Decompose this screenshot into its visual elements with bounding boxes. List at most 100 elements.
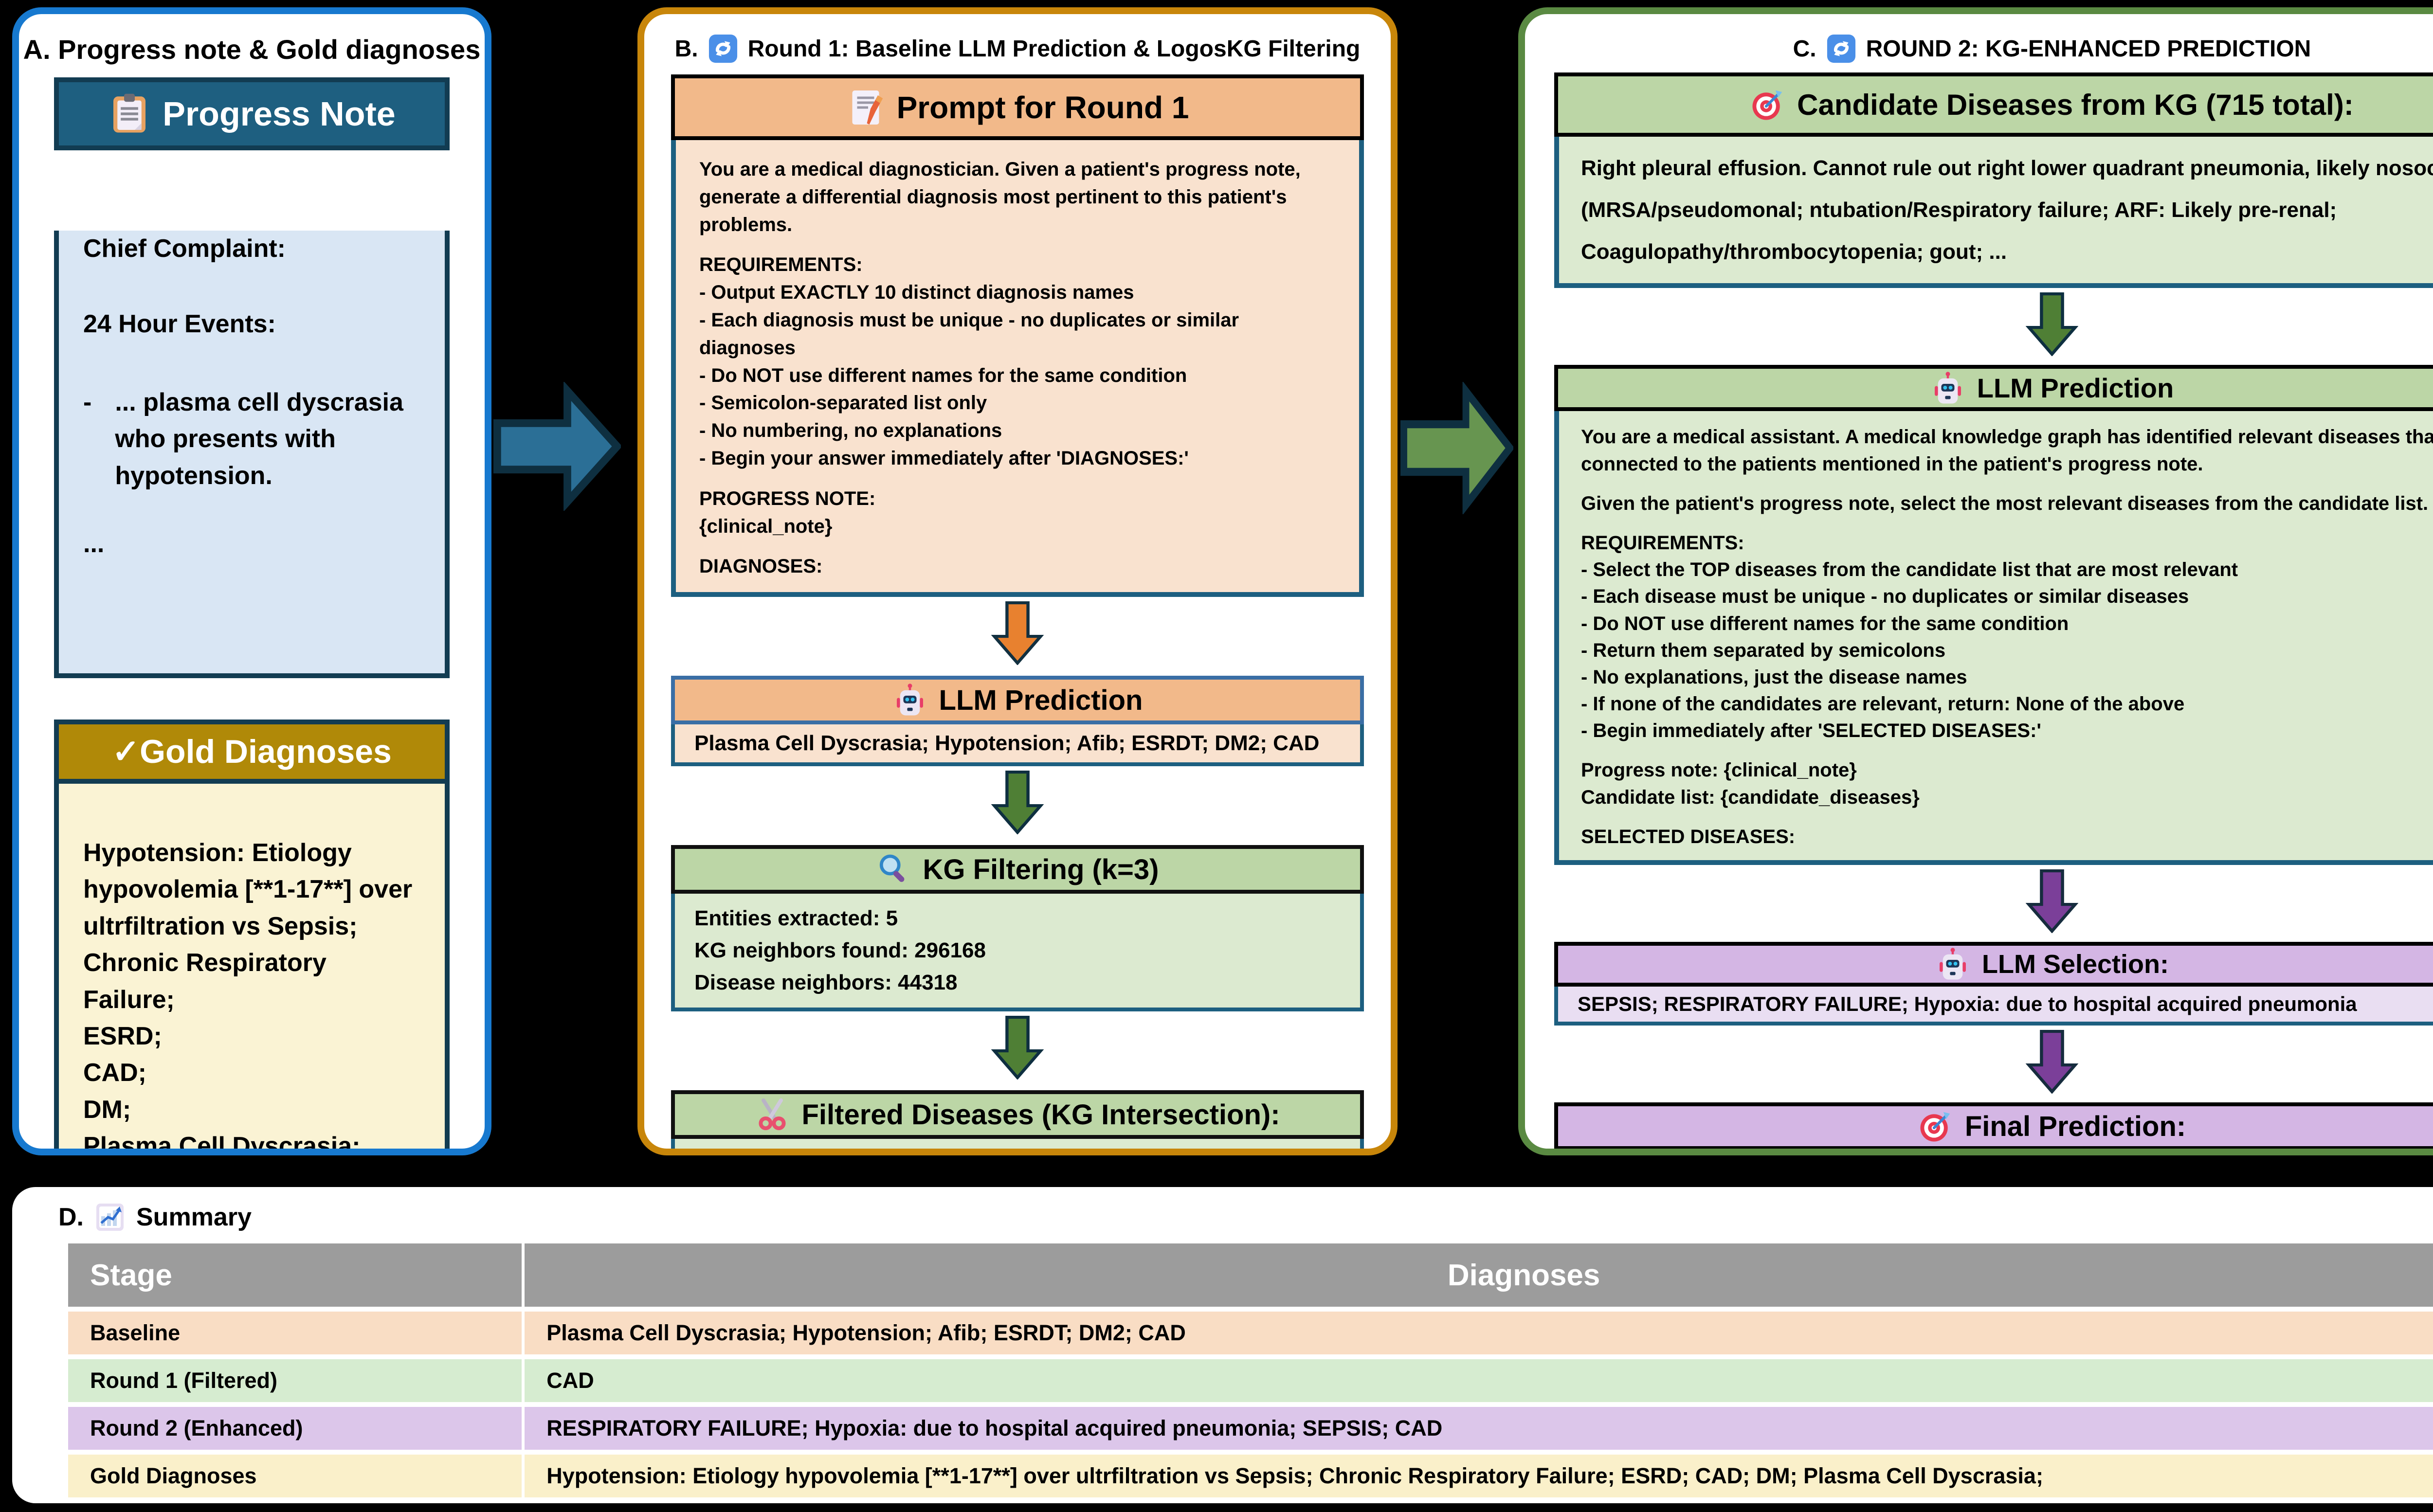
refresh-icon	[1826, 34, 1856, 64]
summary-title-label: Summary	[136, 1203, 252, 1231]
llm-selection-header-label: LLM Selection:	[1981, 950, 2169, 979]
requirements-label: REQUIREMENTS:	[1581, 532, 1744, 554]
summary-title: D. Summary	[58, 1202, 2433, 1233]
table-row-round1: Round 1 (Filtered) CAD	[68, 1359, 2433, 1402]
kg-filtering-header: KG Filtering (k=3)	[671, 845, 1364, 894]
requirement-line: - Each diagnosis must be unique - no dup…	[699, 309, 1239, 359]
panel-a-title: A. Progress note & Gold diagnoses	[23, 34, 481, 65]
summary-header-row: Stage Diagnoses	[68, 1243, 2433, 1307]
filtered-diseases-card: Filtered Diseases (KG Intersection): CAD	[671, 1090, 1364, 1149]
stage-cell: Baseline	[68, 1312, 522, 1354]
gold-line: ESRD;	[83, 1022, 162, 1050]
final-prediction-result: RESPIRATORY FAILURE; Hypoxia: due to hos…	[1554, 1150, 2433, 1155]
requirements-label: REQUIREMENTS:	[699, 254, 863, 276]
candidate-list-line: Candidate list: {candidate_diseases}	[1581, 786, 1920, 808]
filtered-diseases-result: CAD	[671, 1139, 1364, 1149]
gold-line: Chronic Respiratory Failure;	[83, 949, 327, 1014]
requirement-line: - Do NOT use different names for the sam…	[1581, 612, 2069, 634]
llm-selection-result: SEPSIS; RESPIRATORY FAILURE; Hypoxia: du…	[1554, 987, 2433, 1026]
panel-b-title-prefix: B.	[674, 36, 698, 62]
final-prediction-header-label: Final Prediction:	[1964, 1110, 2186, 1142]
progress-note-line: Progress note: {clinical_note}	[1581, 759, 1857, 781]
requirement-line: - Begin immediately after 'SELECTED DISE…	[1581, 720, 2041, 742]
arrow-kg-to-filtered	[991, 1016, 1044, 1080]
progress-note-body: Chief Complaint: 24 Hour Events: - ... p…	[54, 231, 450, 678]
requirement-line: - Output EXACTLY 10 distinct diagnosis n…	[699, 282, 1134, 304]
requirement-line: - Return them separated by semicolons	[1581, 639, 1946, 661]
gold-line: CAD;	[83, 1059, 146, 1087]
filtered-diseases-header: Filtered Diseases (KG Intersection):	[671, 1090, 1364, 1139]
panel-b-title: B. Round 1: Baseline LLM Prediction & Lo…	[644, 14, 1391, 64]
diagnoses-cell: Plasma Cell Dyscrasia; Hypotension; Afib…	[525, 1312, 2433, 1354]
requirement-line: - Each disease must be unique - no dupli…	[1581, 586, 2189, 608]
stage-cell: Round 2 (Enhanced)	[68, 1407, 522, 1450]
bullet-dash: -	[83, 388, 92, 416]
requirement-line: - No numbering, no explanations	[699, 420, 1002, 442]
kg-stat-line: Entities extracted: 5	[694, 906, 898, 931]
final-prediction-header: Final Prediction:	[1554, 1102, 2433, 1149]
bullet-text: ... plasma cell dyscrasia who presents w…	[115, 388, 403, 490]
events-label: 24 Hour Events:	[83, 310, 276, 339]
prompt-intro: Given the patient's progress note, selec…	[1581, 492, 2429, 514]
chief-complaint-label: Chief Complaint:	[83, 234, 286, 263]
requirement-line: - If none of the candidates are relevant…	[1581, 693, 2185, 715]
robot-icon	[1930, 371, 1965, 406]
panel-round2: C. ROUND 2: KG-ENHANCED PREDICTION Candi…	[1518, 7, 2433, 1155]
candidate-diseases-card: Candidate Diseases from KG (715 total): …	[1554, 72, 2433, 288]
stage-column-header: Stage	[68, 1243, 522, 1307]
selected-diseases-label: SELECTED DISEASES:	[1581, 826, 1796, 847]
prompt-round1-header: Prompt for Round 1	[671, 74, 1364, 140]
llm-prediction-result-b: Plasma Cell Dyscrasia; Hypotension; Afib…	[671, 724, 1364, 767]
requirement-line: - Do NOT use different names for the sam…	[699, 364, 1187, 386]
candidate-diseases-body: Right pleural effusion. Cannot rule out …	[1554, 137, 2433, 288]
panel-progress-and-gold: A. Progress note & Gold diagnoses Progre…	[12, 7, 491, 1155]
stage-cell: Gold Diagnoses	[68, 1455, 522, 1497]
prompt-intro: You are a medical assistant. A medical k…	[1581, 426, 2433, 475]
progress-note-label: PROGRESS NOTE:	[699, 487, 876, 509]
clipboard-icon	[108, 92, 151, 135]
arrow-prompt-to-llm	[991, 601, 1044, 666]
candidate-diseases-header: Candidate Diseases from KG (715 total):	[1554, 72, 2433, 137]
arrow-llm-to-selection	[2026, 869, 2078, 934]
robot-icon	[1935, 947, 1970, 982]
llm-prediction-card-c: LLM Prediction You are a medical assista…	[1554, 365, 2433, 865]
kg-filtering-header-label: KG Filtering (k=3)	[923, 853, 1159, 885]
panel-c-title: C. ROUND 2: KG-ENHANCED PREDICTION	[1525, 14, 2433, 64]
prompt-round1-header-label: Prompt for Round 1	[896, 90, 1189, 125]
prompt-intro: You are a medical diagnostician. Given a…	[699, 159, 1301, 235]
diagnoses-label: DIAGNOSES:	[699, 556, 823, 577]
progress-note-header: Progress Note	[54, 77, 450, 150]
candidate-diseases-header-label: Candidate Diseases from KG (715 total):	[1797, 88, 2354, 121]
diagnoses-column-header: Diagnoses	[525, 1243, 2433, 1307]
arrow-a-to-b	[493, 380, 622, 512]
target-icon	[1750, 87, 1785, 122]
requirement-line: - Semicolon-separated list only	[699, 392, 987, 414]
arrow-candidates-to-llm	[2026, 292, 2078, 357]
llm-prediction-header-b: LLM Prediction	[671, 676, 1364, 725]
gold-line: DM;	[83, 1095, 131, 1124]
llm-selection-card: LLM Selection: SEPSIS; RESPIRATORY FAILU…	[1554, 942, 2433, 1026]
summary-title-prefix: D.	[58, 1203, 84, 1231]
gold-diagnoses-header-label: ✓Gold Diagnoses	[112, 733, 392, 770]
requirement-line: - Begin your answer immediately after 'D…	[699, 447, 1189, 469]
prompt-round1-card: Prompt for Round 1 You are a medical dia…	[671, 74, 1364, 597]
gold-line: Hypotension: Etiology hypovolemia [**1-1…	[83, 839, 413, 940]
kg-stat-line: Disease neighbors: 44318	[694, 971, 958, 995]
refresh-icon	[708, 34, 738, 64]
diagnoses-cell: CAD	[525, 1359, 2433, 1402]
panel-c-title-label: ROUND 2: KG-ENHANCED PREDICTION	[1866, 36, 2311, 62]
filtered-diseases-header-label: Filtered Diseases (KG Intersection):	[801, 1098, 1280, 1131]
note-bullet: - ... plasma cell dyscrasia who presents…	[83, 384, 420, 494]
llm-prediction-card-b: LLM Prediction Plasma Cell Dyscrasia; Hy…	[671, 676, 1364, 767]
requirement-line: - Select the TOP diseases from the candi…	[1581, 559, 2238, 581]
llm-prediction-header-c: LLM Prediction	[1554, 365, 2433, 412]
gold-line: Plasma Cell Dyscrasia;	[83, 1132, 361, 1155]
diagnoses-cell: RESPIRATORY FAILURE; Hypoxia: due to hos…	[525, 1407, 2433, 1450]
note-ellipsis: ...	[83, 529, 105, 558]
table-row-round2: Round 2 (Enhanced) RESPIRATORY FAILURE; …	[68, 1407, 2433, 1450]
llm-prediction-header-b-label: LLM Prediction	[939, 684, 1143, 716]
progress-note-card: Progress Note Chief Complaint: 24 Hour E…	[54, 77, 450, 678]
gold-diagnoses-header: ✓Gold Diagnoses	[54, 720, 450, 784]
scissors-icon	[755, 1097, 790, 1132]
target-icon	[1918, 1109, 1953, 1144]
